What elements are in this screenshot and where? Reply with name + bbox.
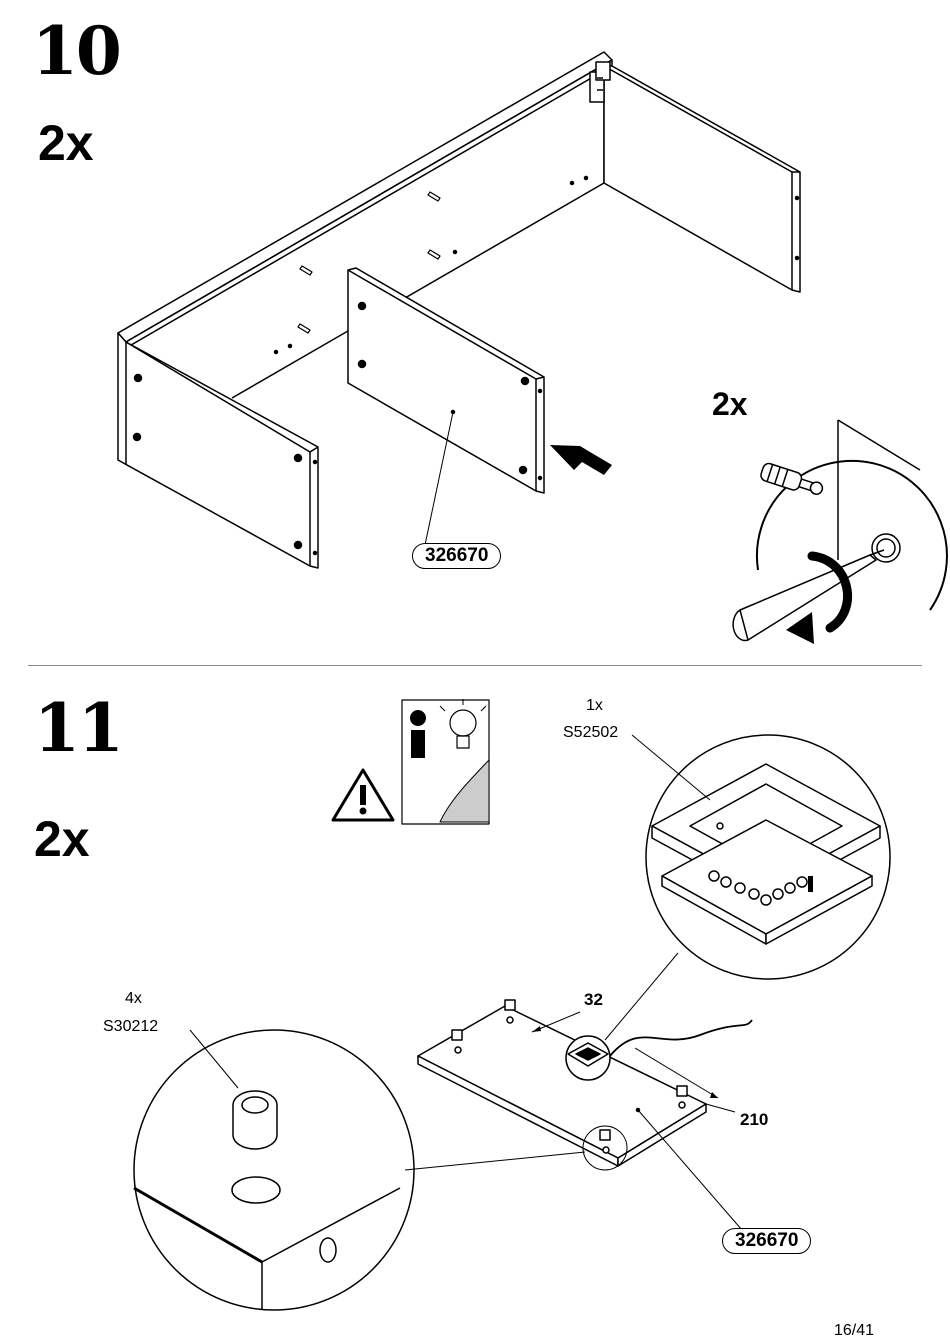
cam-fitting-detail-drawing	[133, 1029, 628, 1311]
board-drawing	[417, 952, 753, 1231]
step-11-quantity: 2x	[34, 811, 90, 867]
step-10-detail-quantity: 2x	[712, 386, 748, 422]
step-10-quantity: 2x	[38, 115, 94, 171]
step-11-part-label: 326670	[722, 1228, 812, 1254]
page-number: 16/41	[834, 1322, 875, 1339]
lid-fitting-detail-drawing	[631, 734, 891, 980]
dimension-210: 210	[740, 1110, 769, 1129]
step-11-number: 11	[34, 689, 124, 767]
cabinet-frame-drawing	[117, 51, 801, 569]
step-divider	[28, 665, 922, 666]
step-10-part-label: 326670	[412, 543, 502, 569]
fitting-left-code: S30212	[103, 1018, 159, 1035]
step-10-number: 10	[32, 12, 122, 90]
fitting-top-code: S52502	[563, 724, 619, 741]
info-sheet-icon	[401, 699, 490, 825]
fitting-left-qty: 4x	[125, 990, 142, 1007]
warning-icon	[331, 768, 395, 822]
dimension-32: 32	[584, 990, 603, 1009]
screw-detail-drawing	[732, 419, 948, 644]
fitting-top-qty: 1x	[586, 697, 603, 714]
